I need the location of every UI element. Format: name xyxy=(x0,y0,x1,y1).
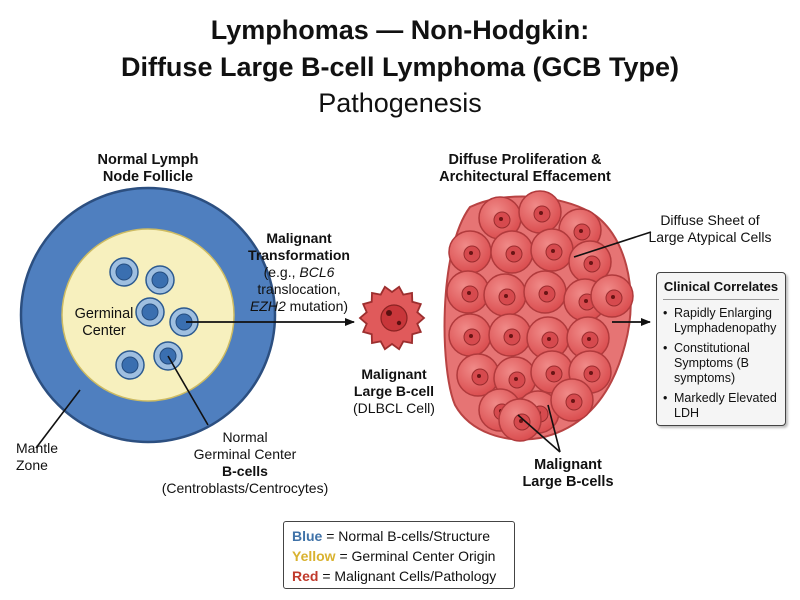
title-line-2: Diffuse Large B-cell Lymphoma (GCB Type) xyxy=(120,52,680,82)
follicle-heading: Normal Lymph Node Follicle xyxy=(97,152,199,185)
tumor-cells-group xyxy=(446,190,634,442)
nucleolus xyxy=(396,320,402,326)
clinical-item: Rapidly Enlarging Lymphadenopathy xyxy=(663,306,779,336)
gene-ezh2: EZH2 xyxy=(249,298,286,314)
clinical-correlates-title: Clinical Correlates xyxy=(663,279,779,300)
diffuse-proliferation-mass xyxy=(443,190,634,442)
connector-lines xyxy=(35,231,652,453)
normal-bcell xyxy=(145,265,175,295)
color-legend: Blue = Normal B-cells/Structure Yellow =… xyxy=(283,521,515,589)
bcells-pointer xyxy=(167,355,209,426)
malignant-cell-nucleus xyxy=(380,304,408,332)
malignant-cell-label: Malignant Large B-cell (DLBCL Cell) xyxy=(353,366,435,416)
clinical-correlates-box: Clinical Correlates Rapidly Enlarging Ly… xyxy=(656,272,786,426)
malignant-bcell xyxy=(446,270,490,314)
normal-bcell xyxy=(109,257,139,287)
gene-bcl6: BCL6 xyxy=(299,264,335,280)
malignant-large-bcell xyxy=(358,285,426,351)
diffuse-sheet-label: Diffuse Sheet of Large Atypical Cells xyxy=(648,212,772,245)
malignant-cells-pointer-left xyxy=(517,414,561,453)
mantle-zone-pointer xyxy=(35,389,81,449)
malignant-bcell xyxy=(490,230,534,274)
lymph-node-follicle xyxy=(19,186,277,444)
malignant-bcell xyxy=(488,313,532,357)
malignant-bcell xyxy=(448,230,492,274)
mantle-zone-label: Mantle Zone xyxy=(16,440,59,473)
malignant-bcell xyxy=(498,398,542,442)
clinical-item: Constitutional Symptoms (B symptoms) xyxy=(663,341,779,386)
proliferation-heading: Diffuse Proliferation & Architectural Ef… xyxy=(439,152,611,185)
malignant-bcell xyxy=(568,240,612,284)
legend-yellow: Yellow = Germinal Center Origin xyxy=(292,548,496,564)
nucleolus xyxy=(386,310,392,316)
clinical-correlates-list: Rapidly Enlarging Lymphadenopathy Consti… xyxy=(663,306,779,421)
malignant-bcell xyxy=(566,316,610,360)
legend-red: Red = Malignant Cells/Pathology xyxy=(292,568,497,584)
title-line-1: Lymphomas — Non-Hodgkin: xyxy=(210,15,590,45)
malignant-bcell xyxy=(590,274,634,318)
malignant-bcell xyxy=(550,378,594,422)
legend-blue: Blue = Normal B-cells/Structure xyxy=(292,528,491,544)
malignant-bcell xyxy=(518,190,562,234)
transformation-label: Malignant Transformation (e.g., BCL6 tra… xyxy=(248,230,350,314)
germinal-center-label: Germinal Center xyxy=(74,306,134,339)
malignant-bcell xyxy=(483,273,527,317)
title-line-3: Pathogenesis xyxy=(318,88,482,118)
normal-bcell xyxy=(135,297,165,327)
normal-bcell xyxy=(115,350,145,380)
clinical-item: Markedly Elevated LDH xyxy=(663,391,779,421)
malignant-bcells-label: Malignant Large B-cells xyxy=(522,457,614,490)
normal-bcell xyxy=(169,307,199,337)
malignant-bcell xyxy=(523,270,567,314)
malignant-cells-pointer-right xyxy=(547,404,561,453)
malignant-bcell xyxy=(530,228,574,272)
normal-bcells-group xyxy=(109,257,199,380)
normal-bcells-label: Normal Germinal Center B-cells (Centrobl… xyxy=(161,429,329,496)
malignant-bcell xyxy=(448,313,492,357)
diffuse-sheet-pointer xyxy=(573,231,652,258)
